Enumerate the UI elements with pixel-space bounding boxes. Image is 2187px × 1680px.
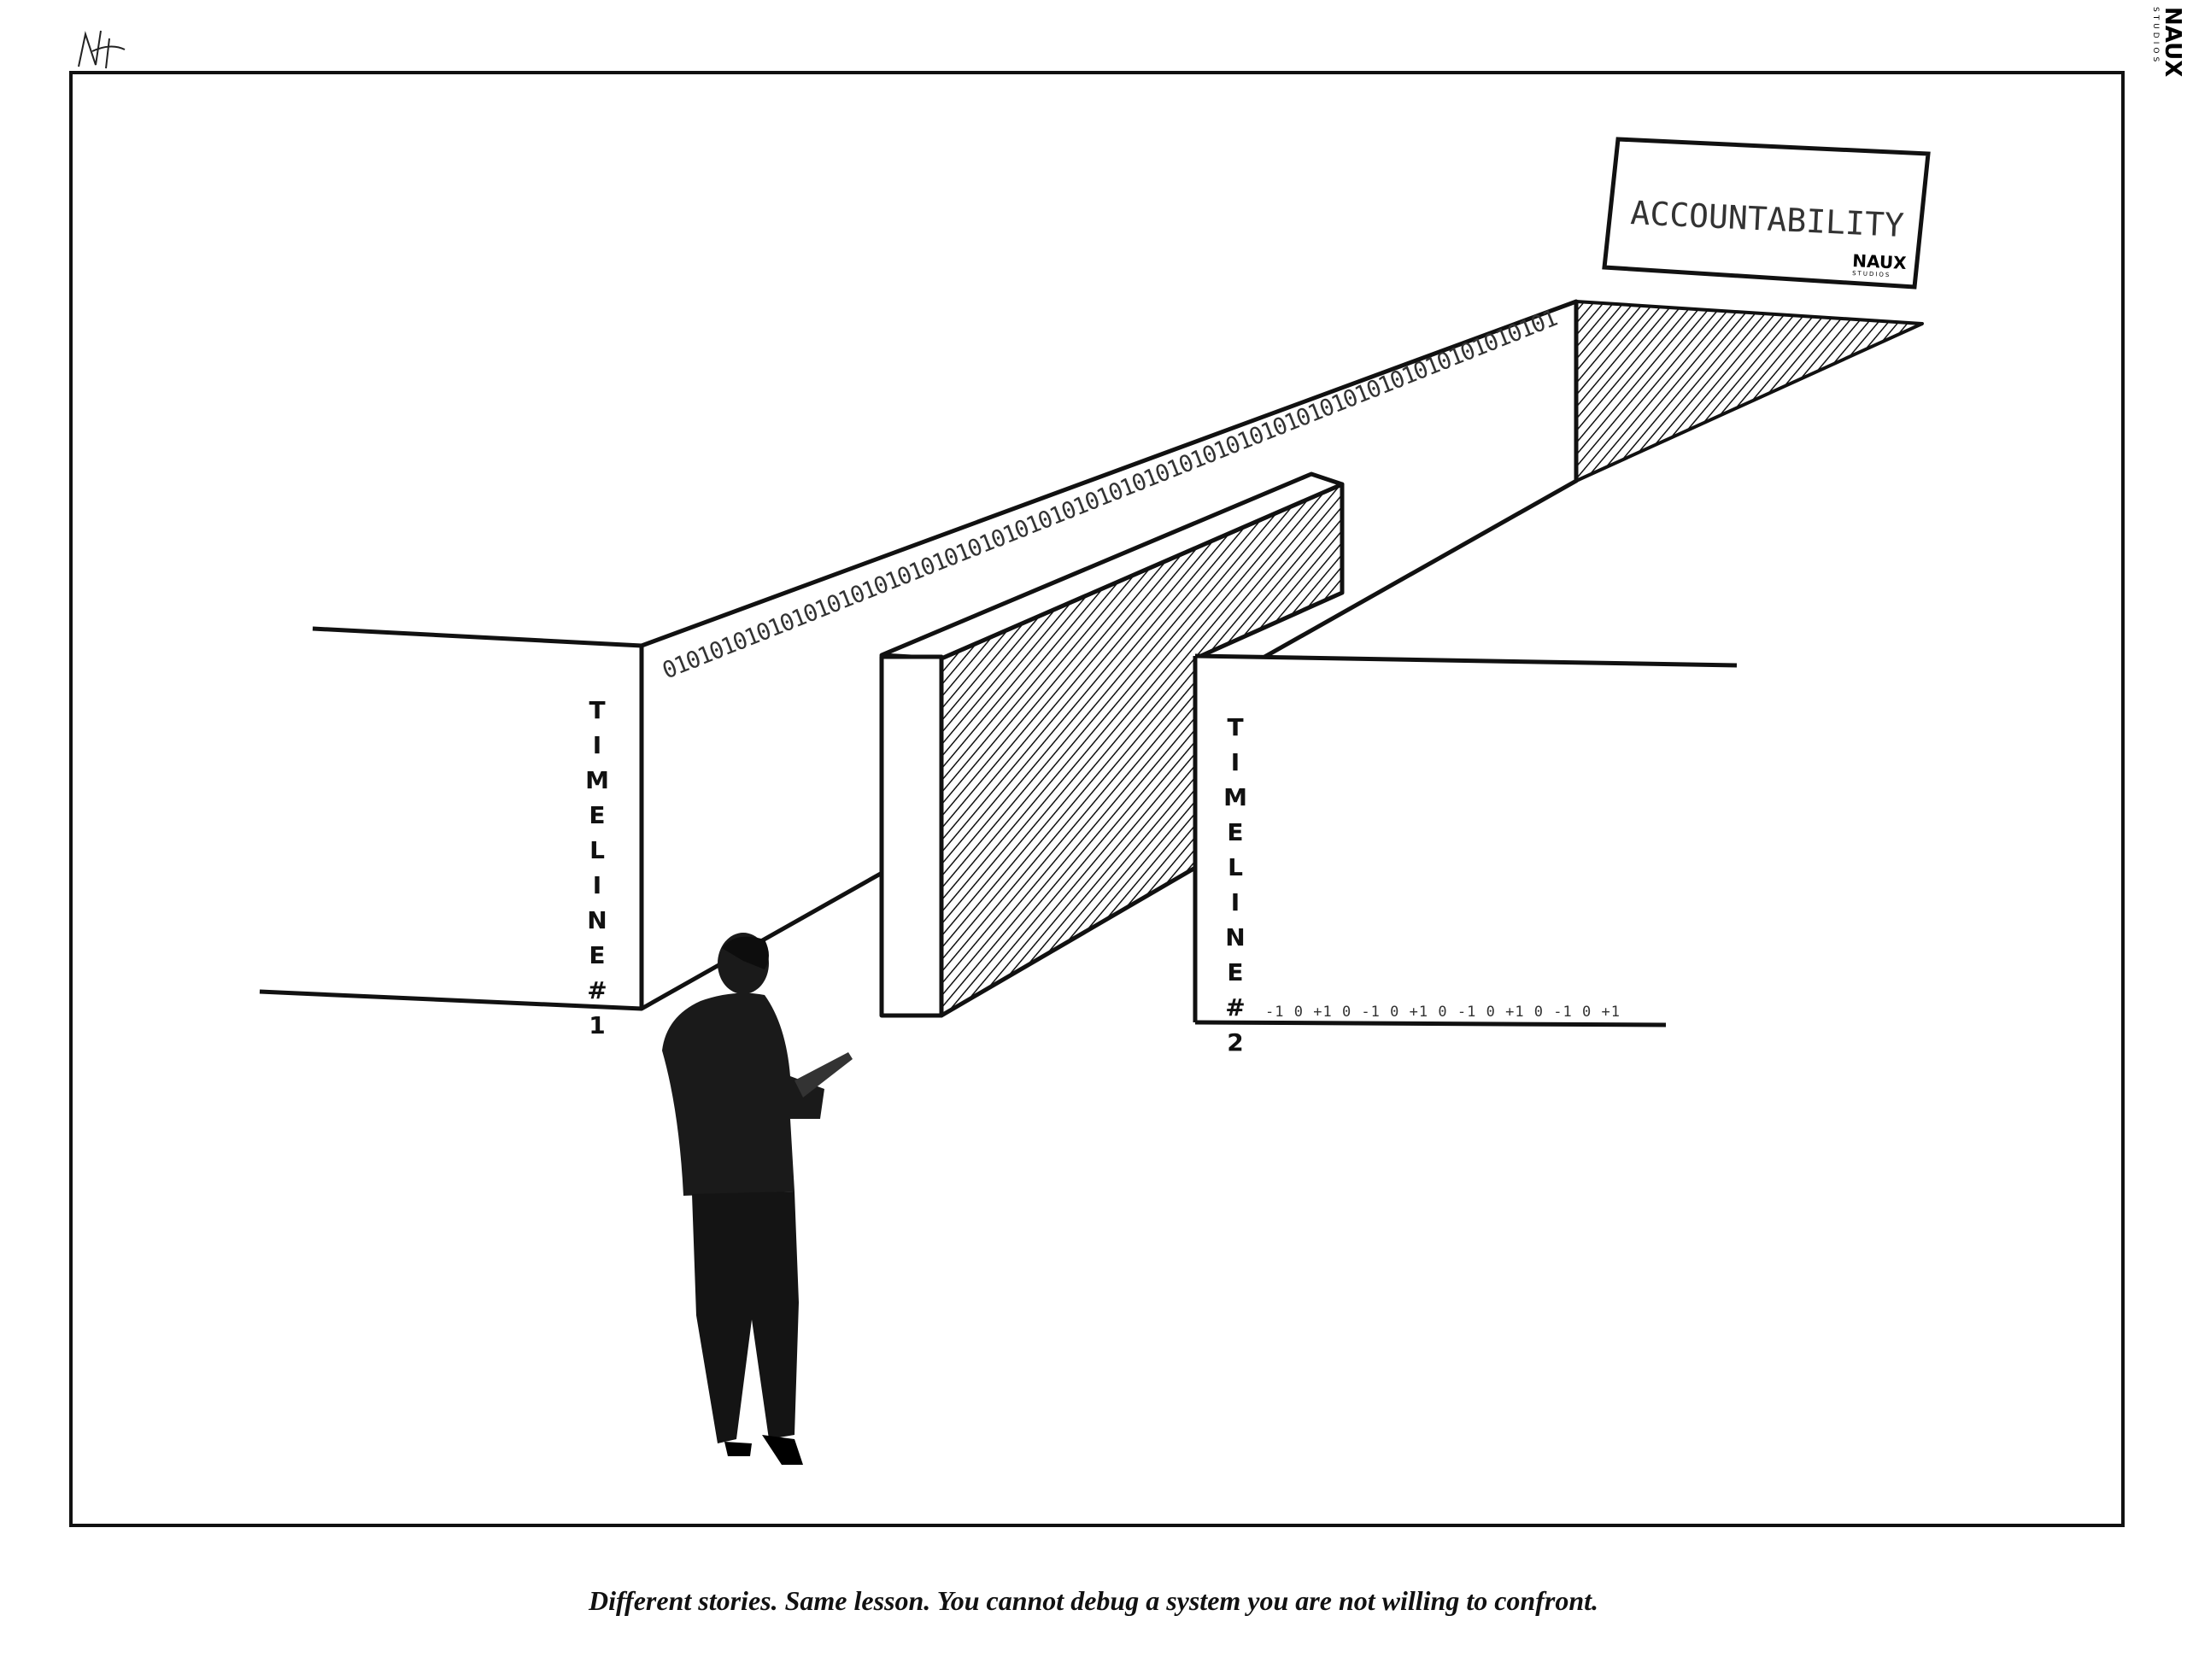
artist-signature <box>78 30 126 69</box>
middle-wall-front <box>879 654 944 1018</box>
timeline-1-wall-top-edge <box>312 626 642 648</box>
corner-brand-name: NAUX <box>2160 7 2183 77</box>
corner-brand-graphic: NAUX STUDIOS <box>2151 7 2183 77</box>
timeline-2-ternary: -1 0 +1 0 -1 0 +1 0 -1 0 +1 0 -1 0 +1 <box>1265 1004 1620 1021</box>
corner-brand-sub: STUDIOS <box>2151 7 2160 65</box>
person-jacket <box>662 992 824 1196</box>
panel-frame <box>69 71 2125 1527</box>
sign-board <box>1602 137 1931 290</box>
person-trousers <box>692 1191 799 1443</box>
corner-brand-logo: NAUX STUDIOS <box>2140 7 2183 101</box>
timeline-1-label: TIMELINE#1 <box>583 696 612 1046</box>
accountability-sign: ACCOUNTABILITY NAUX STUDIOS <box>1602 137 1931 290</box>
sign-brand-sub: STUDIOS <box>1852 270 1891 278</box>
tablet-icon <box>794 1052 853 1098</box>
timeline-2-label: TIMELINE#2 <box>1222 713 1250 1063</box>
timeline-2-wall-top-edge <box>1194 653 1738 668</box>
wall-shadow-hatched <box>1574 300 1924 483</box>
timeline-2-wall-bottom-edge <box>1194 1020 1667 1027</box>
person-with-tablet <box>662 933 853 1465</box>
person-left-shoe <box>724 1442 752 1456</box>
person-right-shoe <box>762 1435 803 1465</box>
timeline-2-wall <box>1195 656 1737 1025</box>
sign-brand: NAUX <box>1852 250 1908 273</box>
person-hair <box>722 936 769 969</box>
caption: Different stories. Same lesson. You cann… <box>588 1585 1599 1616</box>
timeline-1-wall-bottom-edge <box>259 989 642 1011</box>
